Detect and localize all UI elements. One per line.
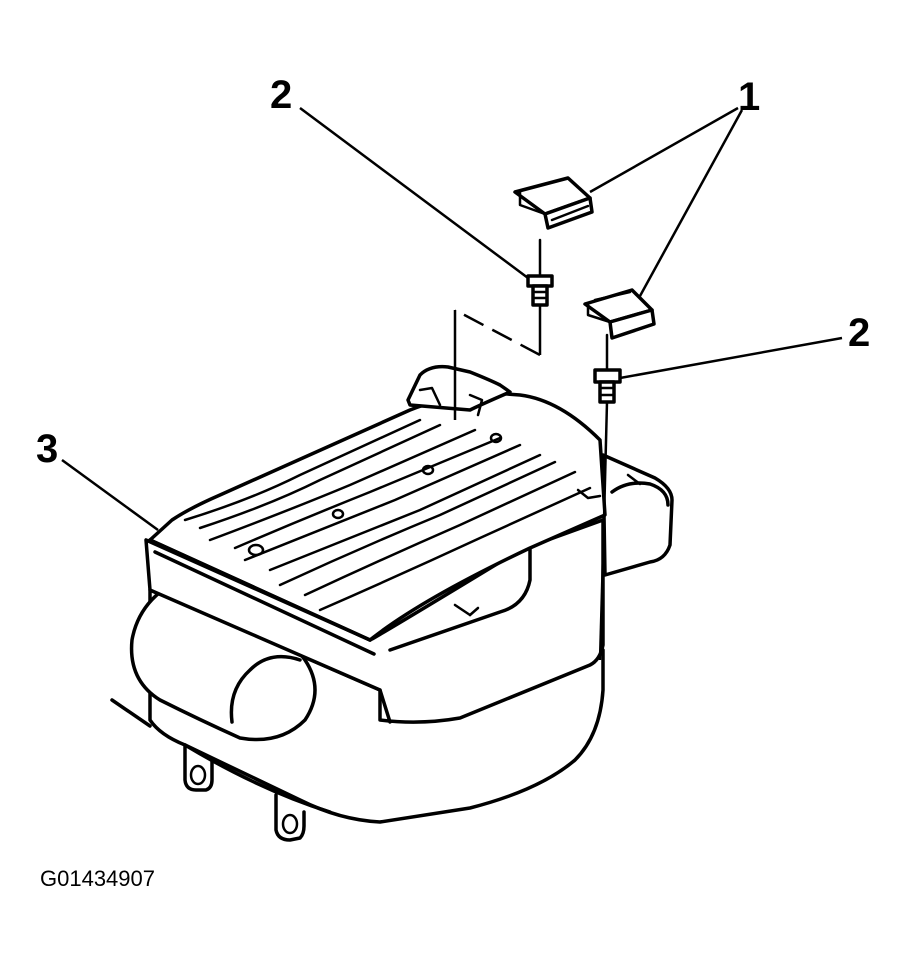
terminal-cover-clip-lower <box>583 288 656 340</box>
hold-down-bolt-left <box>526 238 554 307</box>
terminal-cover-clip-upper <box>513 176 594 230</box>
callout-leaders <box>61 106 843 532</box>
callout-1: 1 <box>738 75 760 119</box>
callout-2-right: 2 <box>848 311 870 355</box>
figure-id: G01434907 <box>40 866 155 891</box>
installation-lines <box>453 305 609 661</box>
cover-right-pod <box>601 453 674 577</box>
callout-2-left: 2 <box>270 73 292 117</box>
hold-down-bolt-right <box>593 333 622 404</box>
battery-box-cover <box>144 364 607 724</box>
callout-3: 3 <box>36 427 58 471</box>
